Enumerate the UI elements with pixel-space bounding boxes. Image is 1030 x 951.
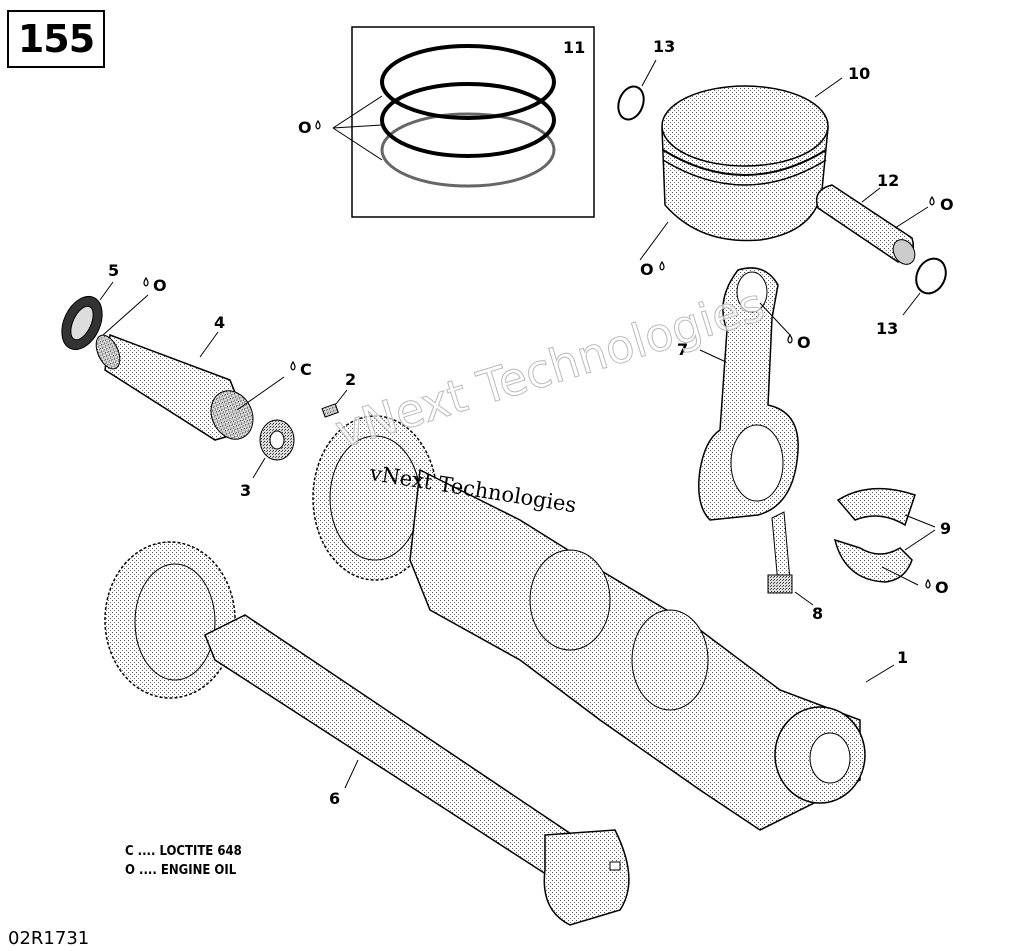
page-number-box: 155 xyxy=(7,10,105,68)
piston-pin-clip-bottom xyxy=(902,257,947,316)
oil-seal xyxy=(61,281,149,350)
crankshaft xyxy=(312,415,895,831)
connecting-rod xyxy=(698,267,799,521)
piston xyxy=(639,77,843,261)
piston-pin-clip-top xyxy=(617,59,657,121)
callout-10: 10 xyxy=(848,64,870,83)
drop-icons xyxy=(143,119,935,589)
callout-13-top: 13 xyxy=(653,37,675,56)
callout-2: 2 xyxy=(345,370,356,389)
connecting-rod-bolt xyxy=(767,511,814,606)
oil-symbol-seal: O xyxy=(153,276,167,295)
callout-4: 4 xyxy=(214,313,225,332)
page-number: 155 xyxy=(17,17,95,61)
callout-13-bottom: 13 xyxy=(876,319,898,338)
piston-ring-set xyxy=(332,26,595,218)
connecting-rod-bearing xyxy=(833,487,936,586)
reference-code: 02R1731 xyxy=(8,928,90,949)
callout-5: 5 xyxy=(108,261,119,280)
oil-symbol-bearing: O xyxy=(935,578,949,597)
legend: C .... LOCTITE 648 O .... ENGINE OIL xyxy=(125,842,242,880)
callout-12: 12 xyxy=(877,171,899,190)
balance-shaft-sleeve xyxy=(95,331,285,441)
callout-1: 1 xyxy=(897,648,908,667)
loctite-symbol-sleeve: C xyxy=(300,360,312,379)
legend-loctite: C .... LOCTITE 648 xyxy=(125,844,242,859)
callout-labels: 11 13 10 12 13 7 9 8 1 5 4 2 3 6 O O O O… xyxy=(108,37,954,808)
callout-6: 6 xyxy=(329,789,340,808)
callout-8: 8 xyxy=(812,604,823,623)
oil-symbol-pin: O xyxy=(940,195,954,214)
woodruff-key xyxy=(321,389,348,418)
legend-engine-oil: O .... ENGINE OIL xyxy=(125,863,237,878)
callout-3: 3 xyxy=(240,481,251,500)
oil-symbol-rod: O xyxy=(797,333,811,352)
callout-9: 9 xyxy=(940,519,951,538)
balance-shaft xyxy=(104,541,630,926)
oil-symbol-rings: O xyxy=(298,118,312,137)
callout-7: 7 xyxy=(677,340,688,359)
callout-11: 11 xyxy=(563,38,585,57)
piston-pin xyxy=(815,184,929,265)
nut xyxy=(252,419,295,479)
oil-symbol-piston: O xyxy=(640,260,654,279)
